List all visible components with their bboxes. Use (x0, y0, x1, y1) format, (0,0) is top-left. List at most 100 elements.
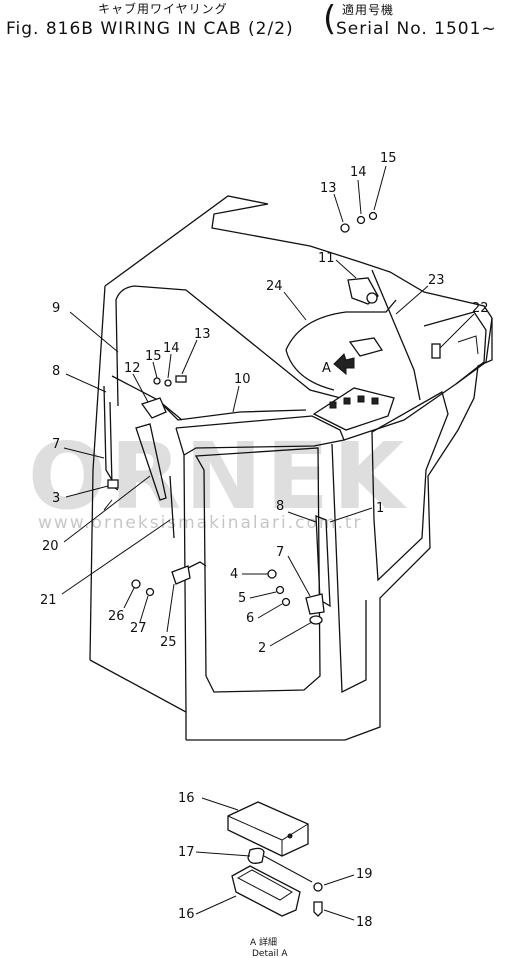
leader-6 (257, 603, 283, 619)
callout-8-left: 8 (52, 364, 60, 379)
callout-14-top: 14 (350, 165, 367, 180)
callout-13-left: 13 (194, 327, 211, 342)
front-wiper-arm-20 (135, 423, 167, 501)
leader-15-top (373, 165, 387, 211)
harness-24-lower (285, 349, 335, 391)
leader-18 (323, 909, 355, 921)
leader-22 (439, 313, 475, 349)
leader-8-left (65, 373, 107, 393)
leader-7-right (287, 555, 311, 597)
bolt-13-top (340, 223, 350, 233)
left-lower-detail (103, 499, 113, 511)
washer-14-left (164, 379, 172, 387)
harness-24 (285, 299, 397, 351)
leader-20 (63, 475, 151, 543)
leader-16-lower (195, 895, 237, 915)
leader-10 (232, 385, 240, 413)
roof-edge (104, 195, 493, 319)
washer-5 (275, 585, 285, 595)
callout-9: 9 (52, 301, 60, 316)
callout-16-lower: 16 (178, 907, 195, 922)
leader-lines (61, 165, 475, 647)
leader-24 (283, 291, 307, 321)
leader-27 (139, 595, 149, 623)
leader-25 (166, 583, 175, 633)
figure-title: Fig. 816B WIRING IN CAB (2/2) (6, 19, 294, 39)
detail-a-label: Detail A (252, 949, 288, 958)
bulb-wire (263, 855, 313, 883)
watermark-url: www.orneksismakinalari.com.tr (38, 513, 363, 533)
callout-25: 25 (160, 635, 177, 650)
leader-14-top (357, 179, 362, 215)
callout-2: 2 (258, 641, 266, 656)
roof-harness-wire (115, 285, 357, 407)
arrow-a-label: A (322, 361, 331, 376)
leader-17 (195, 851, 251, 857)
detail-a: 16 17 16 19 18 A 詳細 Detail A (178, 791, 373, 958)
callout-1: 1 (376, 501, 384, 516)
callout-23: 23 (428, 273, 445, 288)
callout-7-left: 7 (52, 437, 60, 452)
front-window (194, 447, 321, 693)
leader-16-upper (201, 797, 239, 811)
panel-switch-3 (357, 395, 365, 403)
callout-5: 5 (238, 591, 246, 606)
rear-box (423, 311, 487, 385)
cab-bottom-edge (186, 680, 381, 741)
callout-8-right: 8 (276, 499, 284, 514)
wiper-motor-lower-7 (305, 593, 325, 615)
callout-3: 3 (52, 491, 60, 506)
connector-25 (171, 565, 191, 585)
nut-15-top (368, 211, 378, 221)
panel-switch-2 (343, 397, 351, 405)
bolt-13-left (175, 375, 187, 383)
callout-20: 20 (42, 539, 59, 554)
leader-21 (61, 519, 171, 595)
motor-shaft (366, 292, 378, 304)
harness-10 (161, 403, 307, 421)
connector-25-wire (187, 561, 207, 569)
front-wiper-blade-21 (169, 475, 175, 539)
wiper-motor-12 (140, 397, 167, 419)
callout-22: 22 (472, 301, 489, 316)
washer-14-top (356, 215, 366, 225)
screw-18 (313, 901, 323, 917)
side-window (371, 391, 449, 582)
leader-11 (335, 259, 357, 279)
callout-13-top: 13 (320, 181, 337, 196)
leader-1 (329, 507, 373, 523)
lamp-cover-16-upper-edges (227, 815, 309, 856)
panel-switch-4 (371, 397, 379, 405)
leader-19 (323, 874, 355, 886)
bolt-26 (131, 579, 141, 589)
wiper-bracket-3 (107, 479, 119, 489)
japanese-serial-label: 適用号機 (342, 3, 395, 17)
bulb-17 (247, 847, 265, 864)
view-arrow-a (333, 353, 355, 376)
lamp-cover-screw-hole (287, 833, 293, 839)
callout-11: 11 (318, 251, 335, 266)
front-pillar-right (331, 443, 367, 694)
leader-13-top (333, 193, 344, 223)
bracket-22 (431, 343, 441, 359)
cab-bottom-left-edge (89, 659, 187, 740)
callout-26: 26 (108, 609, 125, 624)
callout-7-right: 7 (276, 545, 284, 560)
detail-a-label-jp: A 詳細 (250, 936, 277, 948)
callout-6: 6 (246, 611, 254, 626)
side-wiper-arm-8 (103, 385, 113, 481)
leader-23 (395, 285, 429, 315)
leader-8-right (287, 511, 317, 523)
callout-17: 17 (178, 845, 195, 860)
harness-23 (371, 269, 421, 401)
serial-bracket: ( (323, 0, 337, 39)
wiring-harness (115, 269, 421, 421)
callout-4: 4 (230, 567, 238, 582)
nut-6 (281, 597, 291, 607)
lamp-cover-16-upper (227, 801, 309, 857)
cab-right-edge (379, 318, 493, 680)
leader-26 (123, 587, 135, 609)
leader-3 (65, 485, 109, 498)
leader-2 (269, 621, 313, 647)
